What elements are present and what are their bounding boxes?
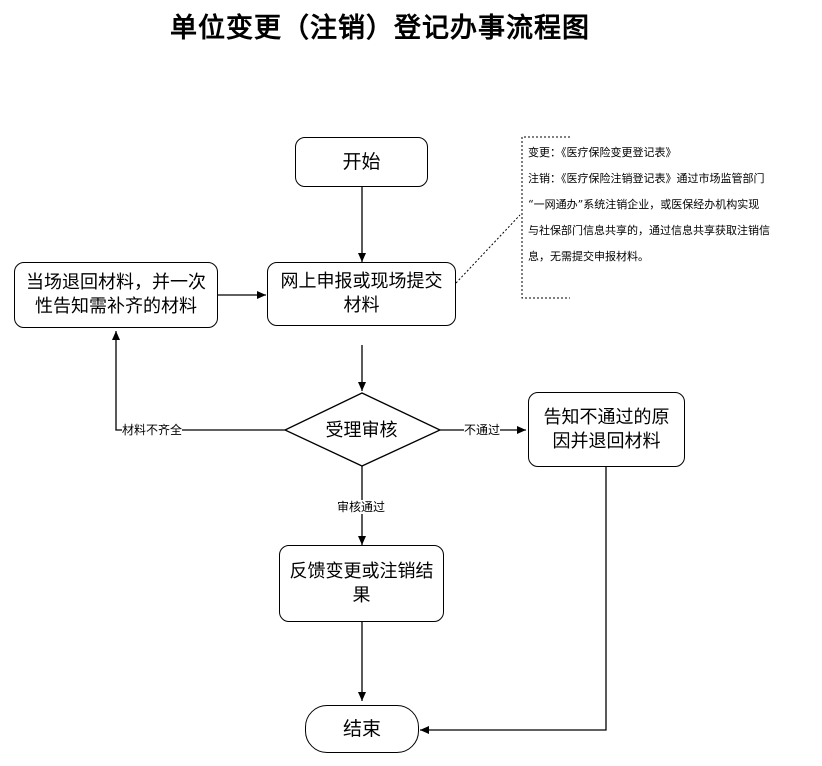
note-line: 息，无需提交申报材料。 — [528, 250, 649, 263]
annotation-bracket — [521, 136, 570, 299]
annotation-note: 变更：《医疗保险变更登记表》 注销：《医疗保险注销登记表》通过市场监管部门 “一… — [522, 140, 822, 270]
edge-label-incomplete: 材料不齐全 — [122, 423, 183, 437]
node-return-materials-label: 当场退回材料，并一次性告知需补齐的材料 — [26, 272, 206, 317]
note-line: “一网通办”系统注销企业，或医保经办机构实现 — [528, 198, 760, 211]
page-title: 单位变更（注销）登记办事流程图 — [170, 13, 590, 44]
node-submit: 网上申报或现场提交材料 — [267, 262, 456, 326]
note-line: 变更：《医疗保险变更登记表》 — [528, 146, 677, 159]
node-return-materials: 当场退回材料，并一次性告知需补齐的材料 — [14, 262, 218, 328]
node-start-label: 开始 — [342, 151, 381, 173]
note-line: 与社保部门信息共享的，通过信息共享获取注销信 — [528, 224, 770, 237]
node-review-label: 受理审核 — [325, 420, 398, 441]
edge-label-not-passed: 不通过 — [464, 423, 501, 437]
edge-label-passed: 审核通过 — [337, 500, 386, 514]
node-feedback: 反馈变更或注销结果 — [279, 545, 444, 622]
review-diamond — [283, 392, 442, 467]
node-start: 开始 — [295, 137, 428, 187]
node-end: 结束 — [305, 705, 419, 753]
edge-reject-end — [420, 467, 607, 734]
node-submit-label: 网上申报或现场提交材料 — [280, 271, 443, 316]
annotation-leader — [455, 214, 521, 284]
edge-review-return — [112, 331, 285, 431]
note-line: 注销：《医疗保险注销登记表》通过市场监管部门 — [528, 172, 765, 185]
node-end-label: 结束 — [342, 718, 381, 740]
node-reject-label: 告知不通过的原因并退回材料 — [543, 406, 670, 452]
node-reject: 告知不通过的原因并退回材料 — [528, 392, 685, 467]
node-feedback-label: 反馈变更或注销结果 — [289, 560, 434, 606]
